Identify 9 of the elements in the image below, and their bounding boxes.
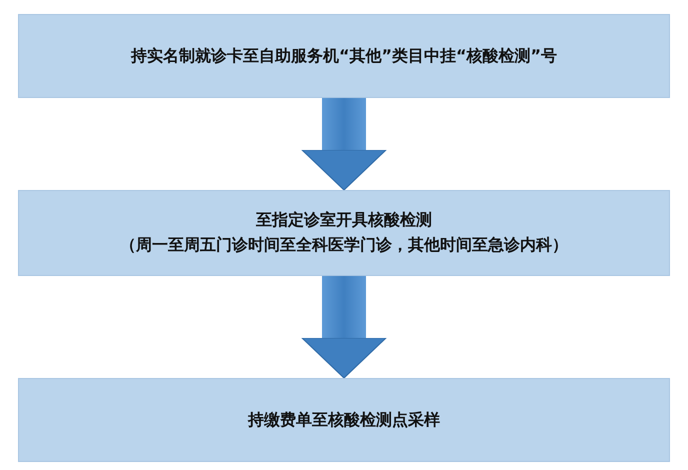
step-note: （周一至周五门诊时间至全科医学门诊，其他时间至急诊内科） [120,234,568,256]
process-box [18,378,670,462]
process-box [18,14,670,98]
down-arrow [302,276,386,378]
process-box [18,190,670,276]
down-arrow [302,98,386,190]
step-text: 持实名制就诊卡至自助服务机“其他”类目中挂“核酸检测”号 [130,44,558,67]
step-text: 持缴费单至核酸检测点采样 [248,408,440,431]
step-text: 至指定诊室开具核酸检测 [256,209,432,232]
